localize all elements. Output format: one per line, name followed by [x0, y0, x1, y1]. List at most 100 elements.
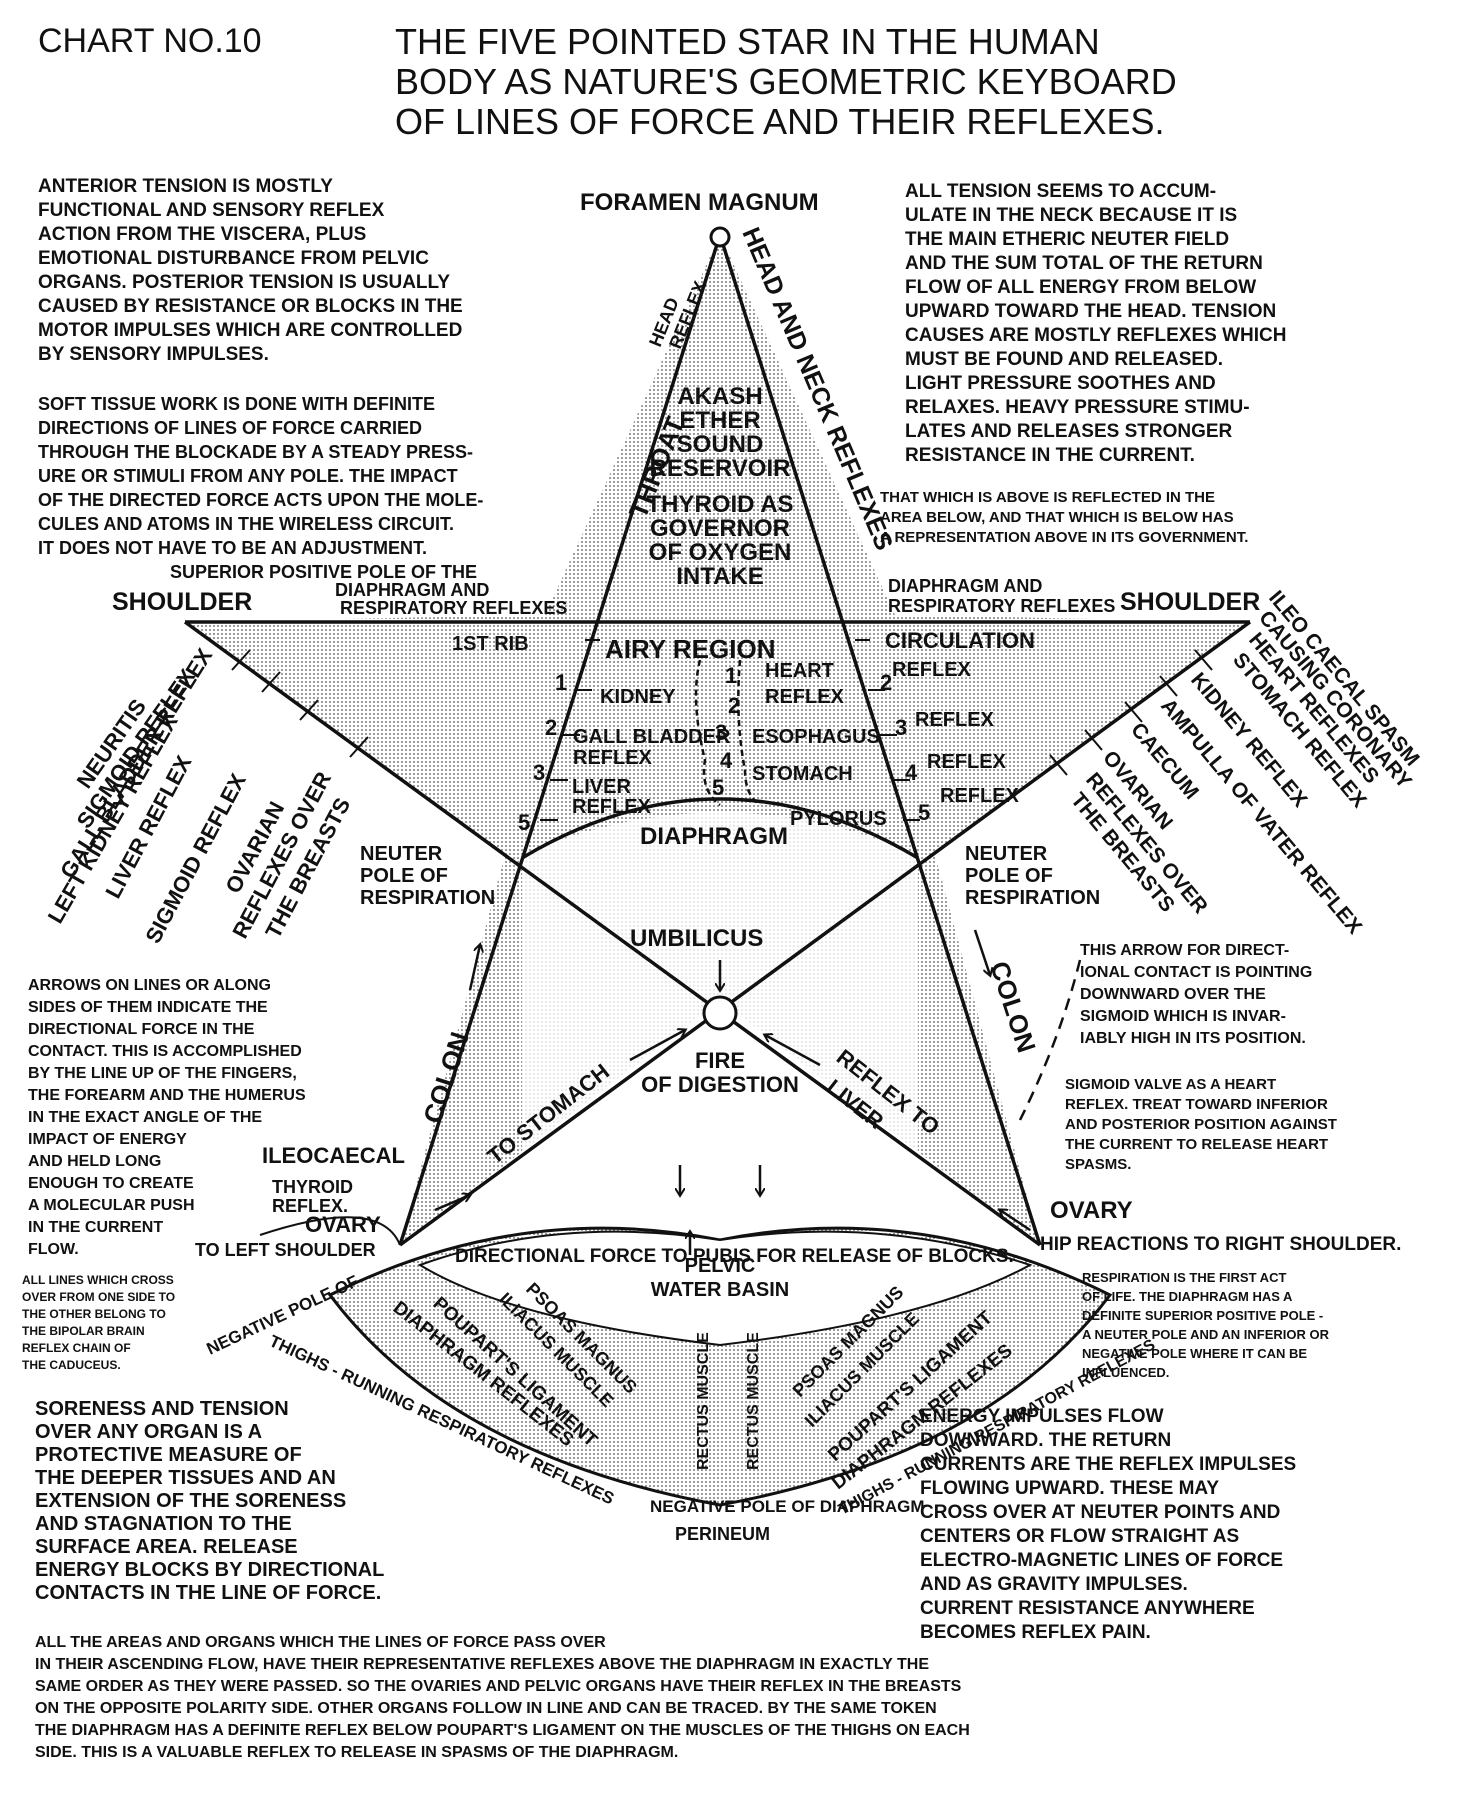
note-line: THE DIAPHRAGM HAS A DEFINITE REFLEX BELO… [35, 1722, 970, 1739]
note-line: SIGMOID WHICH IS INVAR- [1080, 1008, 1286, 1025]
hip-reactions-label: HIP REACTIONS TO RIGHT SHOULDER. [1040, 1234, 1401, 1255]
note-line: ENERGY BLOCKS BY DIRECTIONAL [35, 1559, 385, 1581]
anterior-tension-note: ANTERIOR TENSION IS MOSTLY FUNCTIONAL AN… [38, 175, 463, 367]
rectus-muscle-label: RECTUS MUSCLE [695, 1332, 712, 1470]
colon-down-arrow-right [973, 929, 990, 975]
ovary-left-label: OVARY [305, 1212, 381, 1237]
shoulder-right-label: SHOULDER [1120, 588, 1260, 616]
respiration-note: RESPIRATION IS THE FIRST ACT OF LIFE. TH… [1082, 1268, 1329, 1382]
note-line: AREA BELOW, AND THAT WHICH IS BELOW HAS [880, 509, 1234, 526]
akash-label: ETHER [679, 407, 760, 434]
note-line: ACTION FROM THE VISCERA, PLUS [38, 224, 367, 245]
note-line: OVER ANY ORGAN IS A [35, 1421, 263, 1443]
note-line: OF LIFE. THE DIAPHRAGM HAS A [1082, 1289, 1293, 1304]
note-line: CAUSED BY RESISTANCE OR BLOCKS IN THE [38, 296, 463, 317]
arrows-note: ARROWS ON LINES OR ALONG SIDES OF THEM I… [28, 975, 306, 1261]
note-line: CURRENT RESISTANCE ANYWHERE [920, 1598, 1255, 1619]
perineum-label: PERINEUM [675, 1524, 770, 1544]
reflex-number: 3 [895, 715, 907, 740]
note-line: CROSS OVER AT NEUTER POINTS AND [920, 1502, 1281, 1523]
note-line: CENTERS OR FLOW STRAIGHT AS [920, 1526, 1240, 1547]
reflex-number: 3 [715, 720, 727, 745]
neuter-pole-right-label: NEUTER [965, 843, 1048, 865]
note-line: ORGANS. POSTERIOR TENSION IS USUALLY [38, 272, 451, 293]
sigmoid-pointer [1018, 959, 1082, 1121]
note-line: OF THE DIRECTED FORCE ACTS UPON THE MOLE… [38, 490, 484, 510]
thyroid-reflex-label: REFLEX. [272, 1196, 348, 1216]
rectus-muscle-label: RECTUS MUSCLE [745, 1332, 762, 1470]
heart-reflex-label: REFLEX [892, 659, 972, 681]
note-line: PROTECTIVE MEASURE OF [35, 1444, 302, 1466]
note-line: REFLEX. TREAT TOWARD INFERIOR [1065, 1096, 1328, 1113]
note-line: SIGMOID VALVE AS A HEART [1065, 1076, 1277, 1093]
circulation-label: CIRCULATION [885, 628, 1035, 653]
note-line: BECOMES REFLEX PAIN. [920, 1622, 1151, 1643]
note-line: CURRENTS ARE THE REFLEX IMPULSES [920, 1454, 1297, 1475]
note-line: SIDE. THIS IS A VALUABLE REFLEX TO RELEA… [35, 1744, 679, 1761]
note-line: ON THE OPPOSITE POLARITY SIDE. OTHER ORG… [35, 1700, 937, 1717]
pylorus-label: PYLORUS [790, 808, 887, 830]
note-line: THE CURRENT TO RELEASE HEART [1065, 1136, 1329, 1153]
neuter-pole-left-label: POLE OF [360, 865, 448, 887]
reflex-number: 2 [728, 693, 740, 718]
all-tension-note: ALL TENSION SEEMS TO ACCUM- ULATE IN THE… [905, 180, 1286, 468]
reflex-number: 5 [918, 800, 930, 825]
note-line: URE OR STIMULI FROM ANY POLE. THE IMPACT [38, 466, 458, 486]
note-line: SAME ORDER AS THEY WERE PASSED. SO THE O… [35, 1678, 962, 1695]
note-line: THIS ARROW FOR DIRECT- [1080, 942, 1290, 959]
diaphragm-respiratory-label: RESPIRATORY REFLEXES [888, 596, 1115, 616]
note-line: ELECTRO-MAGNETIC LINES OF FORCE [920, 1550, 1284, 1571]
note-line: IT DOES NOT HAVE TO BE AN ADJUSTMENT. [38, 538, 428, 558]
to-left-shoulder-label: TO LEFT SHOULDER [195, 1240, 376, 1260]
neuter-pole-right-label: POLE OF [965, 865, 1053, 887]
note-line: IMPACT OF ENERGY [28, 1131, 187, 1148]
chart-title: THE FIVE POINTED STAR IN THE HUMAN BODY … [395, 22, 1177, 142]
neuter-pole-right-label: RESPIRATION [965, 887, 1100, 909]
note-line: AND STAGNATION TO THE [35, 1513, 292, 1535]
note-line: EMOTIONAL DISTURBANCE FROM PELVIC [38, 248, 429, 269]
soreness-note: SORENESS AND TENSION OVER ANY ORGAN IS A… [35, 1398, 384, 1605]
note-line: AND THE SUM TOTAL OF THE RETURN [905, 253, 1263, 274]
note-line: OVER FROM ONE SIDE TO [22, 1290, 176, 1304]
note-line: UPWARD TOWARD THE HEAD. TENSION [905, 301, 1277, 322]
note-line: FLOW. [28, 1241, 79, 1258]
liver-label: LIVER [572, 776, 631, 798]
ovary-right-label: OVARY [1050, 1197, 1133, 1224]
superior-pole-label: DIAPHRAGM AND [335, 580, 489, 600]
superior-pole-label: RESPIRATORY REFLEXES [340, 598, 567, 618]
note-line: AND AS GRAVITY IMPULSES. [920, 1574, 1188, 1595]
foramen-magnum-marker [709, 226, 731, 248]
thyroid-reflex-lead [259, 1216, 401, 1246]
reflex-number: 1 [555, 670, 567, 695]
note-line: IABLY HIGH IN ITS POSITION. [1080, 1030, 1306, 1047]
note-line: FUNCTIONAL AND SENSORY REFLEX [38, 200, 385, 221]
note-line: FLOWING UPWARD. THESE MAY [920, 1478, 1220, 1499]
note-line: THE CADUCEUS. [22, 1358, 121, 1372]
note-line: A MOLECULAR PUSH [28, 1197, 195, 1214]
note-line: A NEUTER POLE AND AN INFERIOR OR [1082, 1327, 1330, 1342]
note-line: ARROWS ON LINES OR ALONG [28, 977, 271, 994]
note-line: ULATE IN THE NECK BECAUSE IT IS [905, 205, 1238, 226]
note-line: DIRECTIONS OF LINES OF FORCE CARRIED [38, 418, 423, 438]
esophagus-label: ESOPHAGUS [752, 726, 880, 748]
umbilicus-marker [702, 995, 738, 1031]
esophagus-tube [694, 659, 761, 807]
note-line: ALL TENSION SEEMS TO ACCUM- [905, 181, 1217, 202]
diaphragm-respiratory-label: DIAPHRAGM AND [888, 576, 1042, 596]
reflex-number: 4 [720, 748, 733, 773]
reflex-label: REFLEX [927, 751, 1007, 773]
foramen-magnum-label: FORAMEN MAGNUM [580, 189, 819, 216]
note-line: IONAL CONTACT IS POINTING [1080, 964, 1313, 981]
reflex-number: 2 [545, 715, 557, 740]
reflex-number: 4 [905, 760, 918, 785]
note-line: ENOUGH TO CREATE [28, 1175, 194, 1192]
directional-force-label: DIRECTIONAL FORCE TO PUBIS FOR RELEASE O… [455, 1246, 1014, 1267]
shoulder-left-label: SHOULDER [112, 588, 252, 616]
chart-number: CHART NO.10 [38, 22, 262, 60]
akash-label: AKASH [677, 383, 762, 410]
thyroid-governor-label: GOVERNOR [650, 515, 790, 542]
airy-region-label: AIRY REGION [605, 634, 775, 664]
liver-reflex-label: REFLEX [572, 796, 652, 818]
note-line: SURFACE AREA. RELEASE [35, 1536, 298, 1558]
